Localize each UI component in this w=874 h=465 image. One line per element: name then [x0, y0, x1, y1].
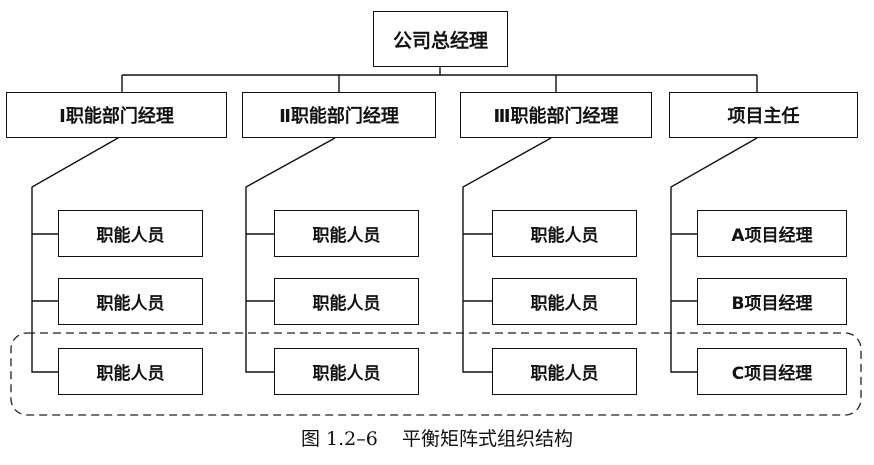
manager-box-1: Ⅰ职能部门经理: [6, 92, 227, 138]
member-box-3-1: 职能人员: [492, 210, 637, 257]
member-box-2-2: 职能人员: [274, 278, 419, 325]
member-box-4-3: C项目经理: [697, 348, 847, 395]
member-box-2-3: 职能人员: [274, 348, 419, 395]
member-box-4-1: A项目经理: [697, 210, 847, 257]
branch-3: [462, 137, 552, 373]
manager-box-4: 项目主任: [669, 92, 858, 138]
general-manager-box: 公司总经理: [373, 11, 508, 67]
member-box-3-2: 职能人员: [492, 278, 637, 325]
dashed-project-band: [10, 332, 862, 416]
branch-2: [245, 137, 336, 373]
member-box-4-2: B项目经理: [697, 278, 847, 325]
manager-box-2: Ⅱ职能部门经理: [242, 92, 436, 138]
branch-4: [670, 137, 758, 373]
member-box-3-3: 职能人员: [492, 348, 637, 395]
figure-caption: 图 1.2–6 平衡矩阵式组织结构: [300, 428, 573, 450]
manager-box-3: Ⅲ职能部门经理: [460, 92, 652, 138]
member-box-2-1: 职能人员: [274, 210, 419, 257]
branch-1: [31, 137, 119, 373]
member-box-1-3: 职能人员: [58, 348, 203, 395]
member-box-1-1: 职能人员: [58, 210, 203, 257]
member-box-1-2: 职能人员: [58, 278, 203, 325]
